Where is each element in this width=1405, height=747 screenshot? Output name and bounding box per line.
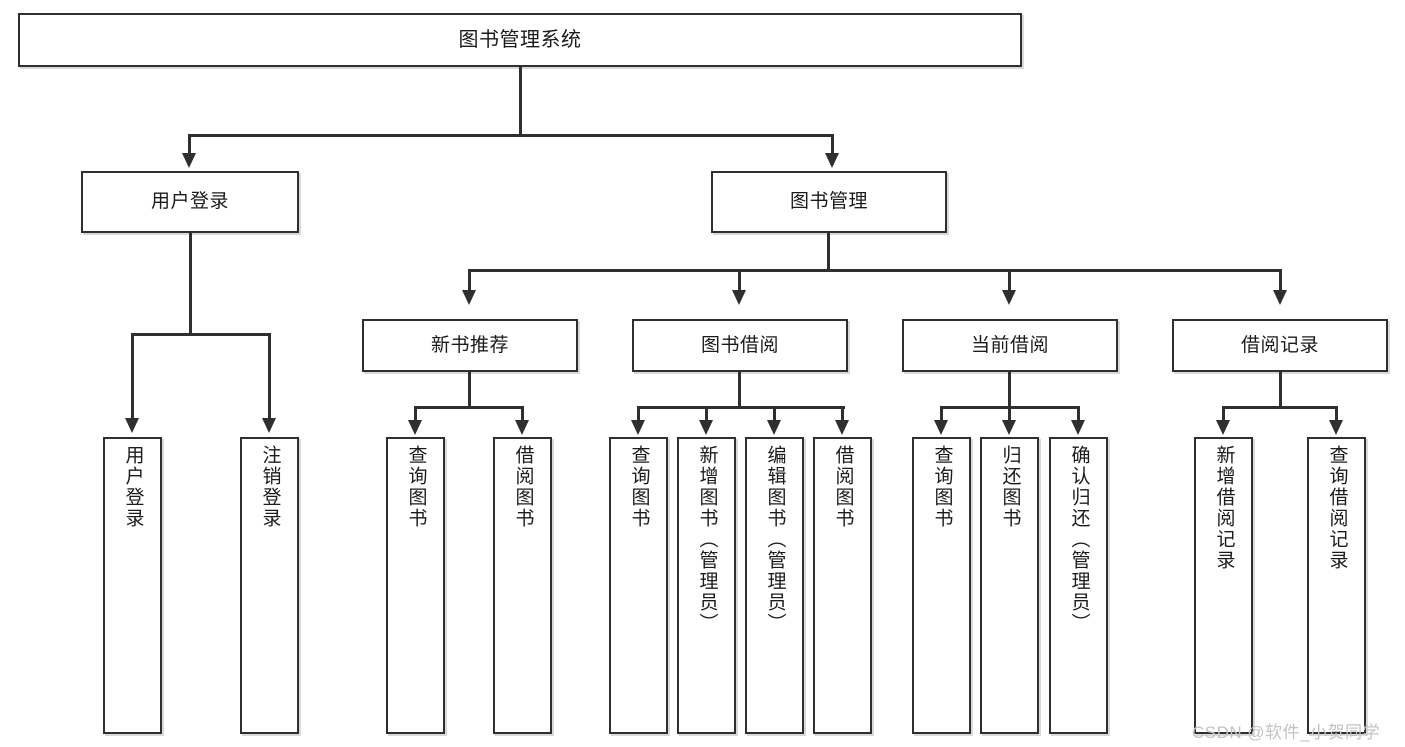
arrowhead-user-login xyxy=(182,153,196,168)
node-label: 当前借阅 xyxy=(970,334,1049,356)
connector-drop-leaf-nb-1 xyxy=(414,406,417,422)
leaf-user-login-logout[interactable]: 注销登录 xyxy=(240,437,299,734)
node-label: 图书管理系统 xyxy=(458,28,582,51)
node-label: 用户登录 xyxy=(150,191,229,213)
node-label: 新增图书（管理员） xyxy=(696,445,718,634)
leaf-new-book-query[interactable]: 查询图书 xyxy=(386,437,445,734)
connector-root-stem xyxy=(519,67,522,135)
leaf-book-borrow-edit[interactable]: 编辑图书（管理员） xyxy=(745,437,804,734)
connector-book-borrow-stem xyxy=(738,372,741,408)
node-new-book-recommend[interactable]: 新书推荐 xyxy=(362,319,578,372)
node-current-borrow[interactable]: 当前借阅 xyxy=(902,319,1118,372)
node-label: 查询图书 xyxy=(628,445,650,529)
node-book-management[interactable]: 图书管理 xyxy=(711,171,947,233)
leaf-book-borrow-borrow[interactable]: 借阅图书 xyxy=(813,437,872,734)
node-label: 图书管理 xyxy=(789,191,868,213)
arrowhead-book-management xyxy=(825,153,839,168)
connector-drop-leaf-cb-2 xyxy=(1008,406,1011,422)
leaf-user-login-login[interactable]: 用户登录 xyxy=(103,437,162,734)
connector-borrow-record-stem xyxy=(1279,372,1282,408)
arrowhead-borrow-record xyxy=(1273,290,1287,305)
node-label: 归还图书 xyxy=(999,445,1021,529)
arrowhead-leaf-bb-2 xyxy=(699,420,713,435)
node-label: 图书借阅 xyxy=(700,334,779,356)
node-borrow-record[interactable]: 借阅记录 xyxy=(1172,319,1388,372)
node-label: 新书推荐 xyxy=(430,334,509,356)
node-label: 查询借阅记录 xyxy=(1326,445,1348,571)
leaf-borrow-record-query[interactable]: 查询借阅记录 xyxy=(1307,437,1366,734)
connector-level3-distributor xyxy=(468,269,1282,272)
connector-user-login-distributor xyxy=(131,333,271,336)
arrowhead-leaf-bb-1 xyxy=(631,420,645,435)
arrowhead-leaf-bb-3 xyxy=(767,420,781,435)
leaf-borrow-record-add[interactable]: 新增借阅记录 xyxy=(1194,437,1253,734)
node-label: 借阅图书 xyxy=(832,445,854,529)
node-label: 编辑图书（管理员） xyxy=(764,445,786,634)
connector-drop-leaf-br-2 xyxy=(1335,406,1338,422)
arrowhead-leaf-user-login-2 xyxy=(262,418,276,433)
connector-new-book-distributor xyxy=(414,406,524,409)
connector-book-borrow-distributor xyxy=(637,406,845,409)
arrowhead-leaf-cb-3 xyxy=(1071,420,1085,435)
connector-book-management-stem xyxy=(827,233,830,271)
node-label: 确认归还（管理员） xyxy=(1068,445,1090,634)
connector-drop-leaf-bb-4 xyxy=(841,406,844,422)
node-label: 用户登录 xyxy=(122,445,144,529)
arrowhead-leaf-br-1 xyxy=(1216,420,1230,435)
connector-drop-leaf-cb-3 xyxy=(1077,406,1080,422)
connector-drop-leaf-br-1 xyxy=(1222,406,1225,422)
leaf-new-book-borrow[interactable]: 借阅图书 xyxy=(493,437,552,734)
node-root-book-management-system[interactable]: 图书管理系统 xyxy=(18,13,1022,67)
arrowhead-new-book xyxy=(462,290,476,305)
arrowhead-leaf-br-2 xyxy=(1329,420,1343,435)
node-user-login[interactable]: 用户登录 xyxy=(81,171,299,233)
connector-borrow-record-distributor xyxy=(1222,406,1338,409)
node-label: 注销登录 xyxy=(259,445,281,529)
connector-drop-current-borrow xyxy=(1008,269,1011,293)
connector-drop-leaf-cb-1 xyxy=(940,406,943,422)
connector-drop-leaf-bb-1 xyxy=(637,406,640,422)
connector-drop-book-management xyxy=(831,134,834,156)
connector-current-borrow-stem xyxy=(1008,372,1011,408)
connector-level2-distributor xyxy=(188,134,834,137)
arrowhead-book-borrow xyxy=(732,290,746,305)
connector-drop-user-login xyxy=(188,134,191,156)
connector-drop-leaf-bb-2 xyxy=(705,406,708,422)
node-label: 借阅记录 xyxy=(1240,334,1319,356)
node-label: 查询图书 xyxy=(405,445,427,529)
connector-drop-leaf-nb-2 xyxy=(521,406,524,422)
arrowhead-current-borrow xyxy=(1002,290,1016,305)
arrowhead-leaf-nb-2 xyxy=(515,420,529,435)
leaf-book-borrow-add[interactable]: 新增图书（管理员） xyxy=(677,437,736,734)
arrowhead-leaf-cb-2 xyxy=(1002,420,1016,435)
node-label: 查询图书 xyxy=(931,445,953,529)
arrowhead-leaf-cb-1 xyxy=(934,420,948,435)
connector-drop-borrow-record xyxy=(1279,269,1282,293)
connector-drop-new-book xyxy=(468,269,471,293)
node-label: 新增借阅记录 xyxy=(1213,445,1235,571)
arrowhead-leaf-nb-1 xyxy=(408,420,422,435)
leaf-current-borrow-confirm[interactable]: 确认归还（管理员） xyxy=(1049,437,1108,734)
arrowhead-leaf-user-login-1 xyxy=(125,418,139,433)
connector-drop-leaf-user-login-2 xyxy=(268,333,271,420)
connector-new-book-stem xyxy=(468,372,471,408)
arrowhead-leaf-bb-4 xyxy=(835,420,849,435)
connector-drop-leaf-user-login-1 xyxy=(131,333,134,420)
node-book-borrow[interactable]: 图书借阅 xyxy=(632,319,848,372)
connector-user-login-stem xyxy=(189,233,192,334)
leaf-current-borrow-return[interactable]: 归还图书 xyxy=(980,437,1039,734)
node-label: 借阅图书 xyxy=(512,445,534,529)
leaf-current-borrow-query[interactable]: 查询图书 xyxy=(912,437,971,734)
leaf-book-borrow-query[interactable]: 查询图书 xyxy=(609,437,668,734)
connector-drop-book-borrow xyxy=(738,269,741,293)
connector-drop-leaf-bb-3 xyxy=(773,406,776,422)
